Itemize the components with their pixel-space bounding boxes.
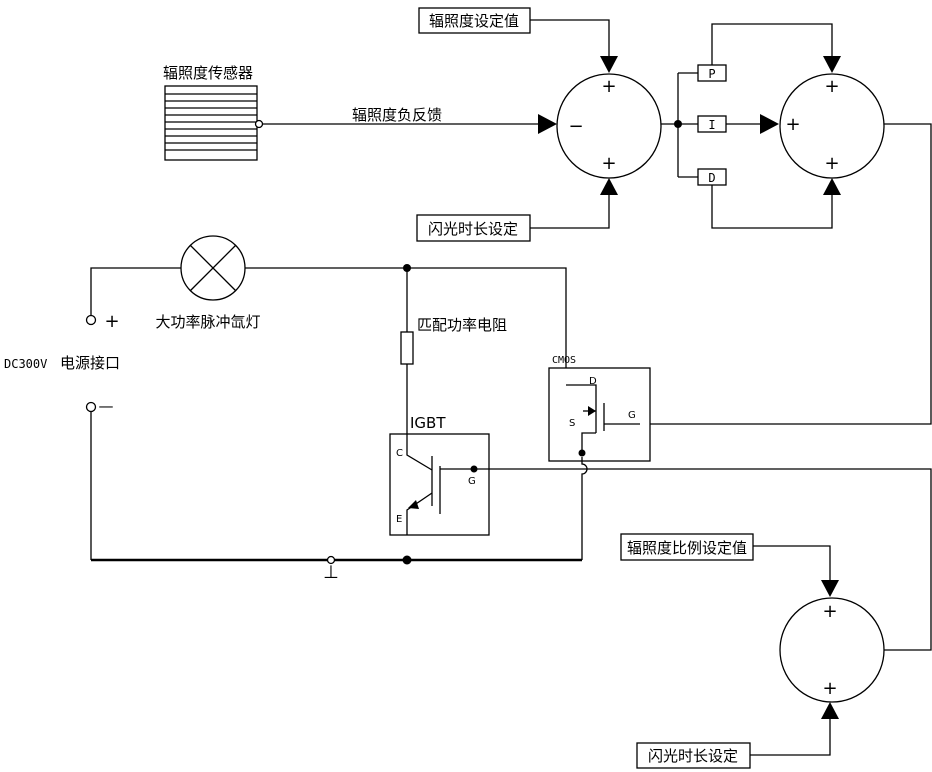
feedback-arrow: [538, 114, 557, 134]
ground-node: [326, 555, 336, 565]
sensor-output-terminal: [254, 119, 264, 129]
igbt-collector-pin: C: [396, 448, 403, 459]
cmos-drain-wire: [407, 267, 567, 384]
junction3-plus-bottom: +: [822, 678, 837, 699]
emitter-ground-node: [402, 555, 412, 565]
negative-terminal-sign: —: [99, 397, 114, 415]
irradiance-feedback-label: 辐照度负反馈: [352, 106, 442, 124]
xenon-lamp-label: 大功率脉冲氙灯: [155, 313, 260, 331]
setpoint-wire: [530, 19, 610, 58]
cmos-gate-pin: G: [628, 410, 636, 421]
positive-terminal: [85, 314, 97, 326]
cmos-source-terminal: [578, 449, 586, 457]
junction2-plus-left: +: [785, 114, 800, 135]
xenon-lamp: [180, 235, 246, 301]
flash-duration-box-bottom: [636, 742, 751, 769]
setpoint-arrow: [600, 56, 618, 73]
igbt-label: IGBT: [410, 414, 446, 432]
p-block-label: P: [708, 67, 715, 81]
ground-symbol: ⊥: [323, 562, 339, 583]
junction1-plus-top: +: [601, 76, 616, 97]
negative-terminal: [85, 401, 97, 413]
ratio-setpoint-arrow: [821, 580, 839, 597]
ratio-setpoint-box: [620, 533, 754, 561]
p-output-arrow: [823, 56, 841, 73]
igbt-gate-terminal: [470, 465, 478, 473]
d-output-wire: [711, 185, 833, 229]
d-block-label: D: [708, 171, 715, 185]
matching-resistor-label: 匹配功率电阻: [417, 316, 507, 334]
positive-terminal-sign: +: [104, 311, 119, 332]
power-voltage-label: DC300V: [4, 357, 47, 371]
flash-duration-label-top: 闪光时长设定: [428, 220, 518, 238]
junction3-plus-top: +: [822, 601, 837, 622]
igbt-symbol: [406, 434, 474, 535]
cmos-box: [548, 367, 651, 462]
positive-rail-wire: [90, 267, 181, 315]
i-block-label: I: [708, 118, 715, 132]
irradiance-setpoint-label: 辐照度设定值: [429, 12, 519, 30]
flash-duration-wire-bottom: [750, 718, 831, 756]
igbt-gate-drive-wire: [477, 468, 932, 651]
irradiance-sensor: [164, 85, 258, 161]
cmos-source-wire: [581, 457, 588, 560]
flash-duration-arrow-top: [600, 178, 618, 195]
flash-duration-box-top: [416, 214, 531, 242]
matching-resistor: [400, 331, 414, 365]
igbt-emitter-pin: E: [396, 514, 402, 525]
irradiance-sensor-label: 辐照度传感器: [163, 64, 253, 82]
i-output-arrow: [760, 114, 779, 134]
power-interface-label: 电源接口: [60, 354, 120, 372]
junction1-plus-bottom: +: [601, 153, 616, 174]
junction1-minus: −: [568, 116, 583, 137]
igbt-gate-pin: G: [468, 476, 476, 487]
ratio-setpoint-wire: [753, 545, 831, 580]
cmos-gate-drive-wire: [641, 123, 932, 425]
cmos-symbol: [566, 384, 640, 452]
junction2-plus-top: +: [824, 76, 839, 97]
flash-duration-wire-top: [530, 194, 610, 229]
cmos-drain-pin: D: [589, 376, 597, 387]
d-output-arrow: [823, 178, 841, 195]
junction2-plus-bottom: +: [824, 153, 839, 174]
p-output-wire: [711, 23, 833, 65]
cmos-source-pin: S: [569, 418, 575, 429]
ratio-setpoint-label: 辐照度比例设定值: [627, 539, 747, 557]
cmos-label: CMOS: [552, 355, 576, 366]
flash-duration-arrow-bottom: [821, 702, 839, 719]
flash-duration-label-bottom: 闪光时长设定: [648, 747, 738, 765]
